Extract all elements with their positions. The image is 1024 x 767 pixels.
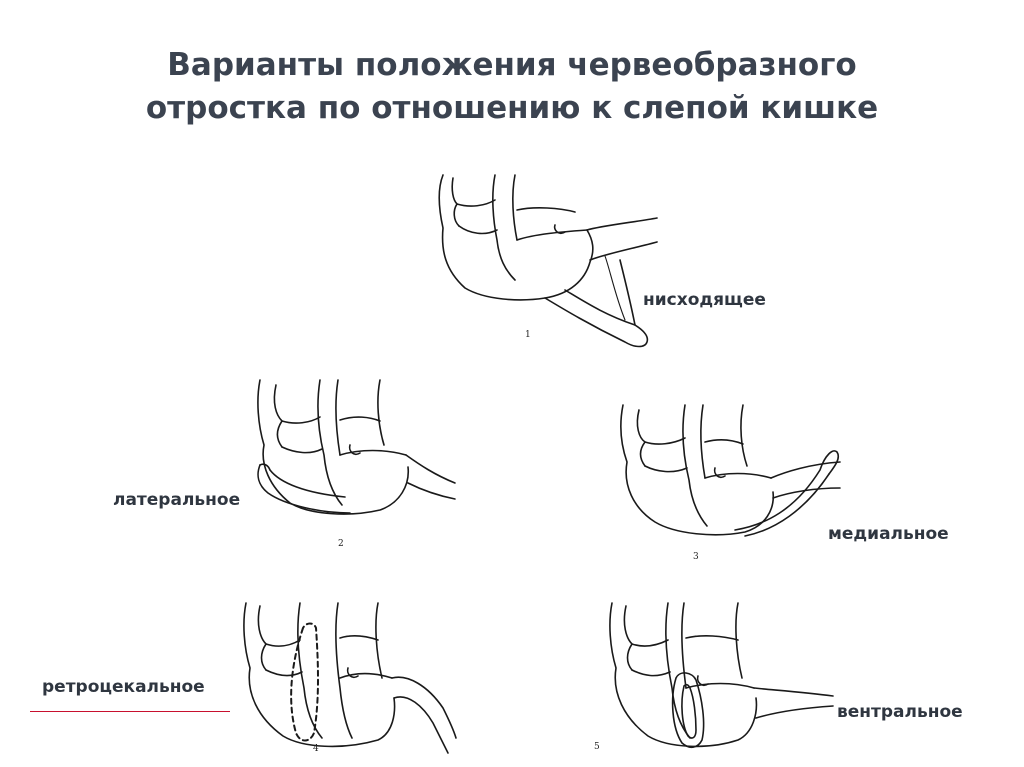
label-retrocecal: ретроцекальное bbox=[42, 677, 205, 697]
cecum-drawing-lateral bbox=[257, 379, 456, 515]
figure-number-2: 2 bbox=[338, 539, 344, 549]
figure-ventral: 5 bbox=[594, 598, 838, 758]
cecum-drawing-ventral bbox=[609, 602, 834, 749]
figure-number-5: 5 bbox=[594, 742, 600, 752]
title-line-1: Варианты положения червеобразного bbox=[167, 47, 857, 83]
accent-underline bbox=[30, 711, 230, 712]
figure-medial: 3 bbox=[615, 400, 845, 570]
slide-title: Варианты положения червеобразного отрост… bbox=[0, 44, 1024, 130]
cecum-drawing-medial bbox=[620, 404, 841, 537]
figure-descending: 1 bbox=[425, 170, 665, 360]
figure-number-1: 1 bbox=[525, 330, 531, 340]
figure-retrocecal: 4 bbox=[238, 598, 458, 758]
figure-number-3: 3 bbox=[693, 552, 699, 562]
label-ventral: вентральное bbox=[837, 702, 963, 722]
cecum-drawing-retrocecal bbox=[243, 602, 457, 754]
label-lateral: латеральное bbox=[113, 490, 241, 510]
label-descending: нисходящее bbox=[643, 290, 766, 310]
cecum-drawing-descending bbox=[438, 174, 658, 348]
figure-lateral: 2 bbox=[250, 375, 460, 555]
label-medial: медиальное bbox=[828, 524, 949, 544]
title-line-2: отростка по отношению к слепой кишке bbox=[145, 90, 879, 126]
figure-number-4: 4 bbox=[313, 744, 319, 754]
